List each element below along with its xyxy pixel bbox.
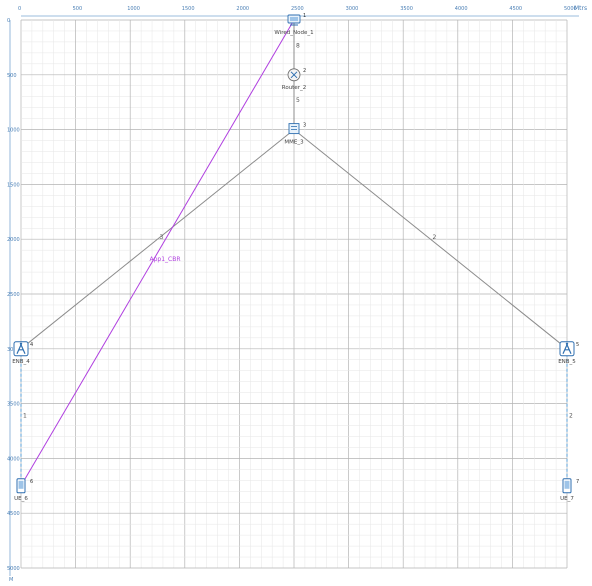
node-id-label: 1 <box>303 13 306 19</box>
x-tick-label: 2500 <box>291 6 304 12</box>
node-name-label: ENB_4 <box>12 359 30 365</box>
y-tick-label: 3000 <box>7 347 20 353</box>
y-tick-label: 1500 <box>7 182 20 188</box>
grid-layer <box>20 19 568 569</box>
nodes-layer: 1Wired_Node_12Router_23MME_34ENB_45ENB_5… <box>12 13 579 502</box>
y-axis-end-label: M <box>9 577 13 582</box>
x-tick-label: 1500 <box>182 6 195 12</box>
ue-phone-icon <box>16 478 26 494</box>
node-id-label: 7 <box>576 479 579 485</box>
link-line[interactable] <box>293 129 568 350</box>
link-label: 2 <box>569 412 573 419</box>
ue-phone-icon <box>562 478 572 494</box>
enb-antenna-icon <box>559 341 575 357</box>
y-tick-label: 2000 <box>7 237 20 243</box>
application-layer: App1_CBR <box>20 19 295 487</box>
y-tick-label: 500 <box>7 73 17 79</box>
application-label: App1_CBR <box>150 256 181 263</box>
x-axis-unit: Mtrs <box>574 5 587 12</box>
router-icon <box>287 68 301 82</box>
x-tick-label: 5000 <box>564 6 577 12</box>
node-id-label: 6 <box>30 479 33 485</box>
node-name-label: Wired_Node_1 <box>274 30 313 36</box>
y-tick-label: 2500 <box>7 292 20 298</box>
node-id-label: 2 <box>303 68 306 74</box>
node-id-label: 4 <box>30 342 33 348</box>
node-name-label: Router_2 <box>282 85 306 91</box>
node-ue-6[interactable]: 6UE_6 <box>14 478 33 502</box>
x-tick-label: 0 <box>18 6 21 12</box>
link-label: 2 <box>433 234 437 241</box>
link-label: 1 <box>23 412 27 419</box>
application-line[interactable] <box>20 19 295 487</box>
x-tick-label: 4500 <box>509 6 522 12</box>
link-label: 5 <box>296 97 300 104</box>
x-tick-label: 3000 <box>346 6 359 12</box>
y-tick-label: 4500 <box>7 511 20 517</box>
node-id-label: 5 <box>576 342 579 348</box>
node-name-label: ENB_5 <box>558 359 576 365</box>
y-tick-label: 3500 <box>7 402 20 408</box>
mme-icon <box>288 123 300 135</box>
y-tick-label: 1000 <box>7 128 20 134</box>
x-tick-label: 500 <box>73 6 83 12</box>
x-tick-label: 2000 <box>236 6 249 12</box>
y-tick-label: 5000 <box>7 566 20 572</box>
enb-antenna-icon <box>13 341 29 357</box>
links-layer: 8 5 3 2 1 2 <box>20 20 573 486</box>
x-tick-label: 3500 <box>400 6 413 12</box>
x-tick-label: 4000 <box>455 6 468 12</box>
node-ue-7[interactable]: 7UE_7 <box>560 478 579 502</box>
node-id-label: 3 <box>303 123 306 129</box>
node-name-label: UE_7 <box>560 496 574 502</box>
y-tick-label: 0 <box>7 18 10 24</box>
link-line[interactable] <box>20 129 295 350</box>
x-tick-label: 1000 <box>127 6 140 12</box>
wired-node-icon <box>287 14 301 26</box>
node-name-label: MME_3 <box>284 140 304 146</box>
link-label: 3 <box>160 234 164 241</box>
node-name-label: UE_6 <box>14 496 28 502</box>
y-tick-label: 4000 <box>7 456 20 462</box>
link-label: 8 <box>296 42 300 49</box>
